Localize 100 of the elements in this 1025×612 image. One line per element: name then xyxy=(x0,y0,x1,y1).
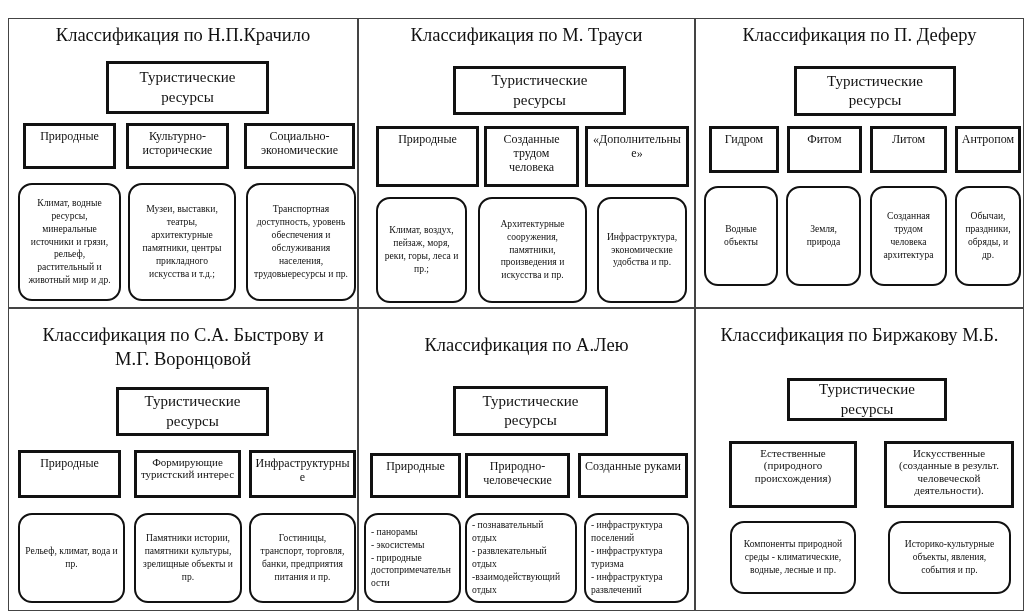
box-label: Фитом xyxy=(807,133,842,147)
category-box xyxy=(376,126,479,187)
box-label: Созданные руками xyxy=(585,460,681,474)
box-label: Инфраструктурные xyxy=(255,457,350,485)
box-label: Гидром xyxy=(724,133,764,147)
box-text: Земля, природа xyxy=(805,223,842,249)
box-text: - экосистемы xyxy=(371,538,426,552)
category-box xyxy=(484,126,579,187)
panel-title: Классификация по П. Деферу xyxy=(741,24,978,47)
box-label: Антропом xyxy=(961,133,1015,147)
box-text: - развлекательный отдых xyxy=(472,545,548,571)
detail-box xyxy=(730,521,856,594)
category-box xyxy=(578,453,688,498)
detail-box xyxy=(134,513,242,603)
box-label: «Дополнительные» xyxy=(592,133,682,161)
box-label: Туристические ресурсы xyxy=(818,380,916,419)
detail-box xyxy=(955,186,1021,286)
box-text: - панорамы xyxy=(371,525,419,539)
category-box xyxy=(709,126,779,173)
classification-panel xyxy=(695,18,1024,308)
detail-box xyxy=(249,513,356,603)
category-box xyxy=(249,450,356,498)
detail-box xyxy=(18,513,125,603)
box-text: Компоненты природной среды - климатические, водные, лесные и пр. xyxy=(742,538,844,577)
category-box xyxy=(23,123,116,169)
box-label: Социально-экономические xyxy=(259,130,340,158)
classification-panel xyxy=(8,18,358,308)
detail-box xyxy=(18,183,121,301)
box-label: Природные xyxy=(398,133,457,147)
detail-box xyxy=(786,186,861,286)
box-label: Естественные (природного происхождения) xyxy=(753,447,833,484)
category-box xyxy=(465,453,570,498)
box-label: Формирующие туристский интерес xyxy=(140,456,235,481)
box-label: Литом xyxy=(892,133,925,147)
detail-box xyxy=(888,521,1011,594)
box-label: Созданные трудом человека xyxy=(502,133,561,175)
box-label: Природные xyxy=(386,460,445,474)
box-text: - инфраструктура развлечений xyxy=(591,570,664,597)
panel-title: Классификация по Н.П.Крачило xyxy=(54,24,312,47)
category-box xyxy=(884,441,1014,508)
box-label: Туристические ресурсы xyxy=(490,71,589,110)
box-text: -взаимодействующий отдых xyxy=(472,570,562,597)
category-box xyxy=(787,126,862,173)
detail-box xyxy=(465,513,577,603)
box-label: Искусственные (созданные в результ. человеческой деятельности). xyxy=(898,447,1000,497)
category-box xyxy=(729,441,857,508)
box-text: Памятники истории, памятники культуры, зрелищные объекты и пр. xyxy=(142,532,234,584)
box-text: Рельеф, климат, вода и пр. xyxy=(25,545,118,571)
detail-box xyxy=(584,513,689,603)
box-text: Водные объекты xyxy=(723,223,759,249)
box-label: Природные xyxy=(40,457,99,471)
box-text: Обычаи, праздники, обряды, и др. xyxy=(964,210,1012,262)
box-text: Архитектурные сооружения, памятники, произведения и искусства и пр. xyxy=(499,217,566,283)
box-text: Созданная трудом человека архитектура xyxy=(882,210,935,262)
root-box xyxy=(453,66,626,115)
category-box xyxy=(370,453,461,498)
detail-box xyxy=(870,186,947,286)
root-box xyxy=(116,387,269,436)
box-text: Музеи, выставки, театры, архитектурные памятники, центры прикладного искусства и т.д.; xyxy=(141,203,223,281)
box-label: Туристические ресурсы xyxy=(143,392,242,431)
category-box xyxy=(955,126,1021,173)
root-box xyxy=(794,66,956,116)
box-text: - инфраструктура туризма xyxy=(591,545,664,571)
category-box xyxy=(126,123,229,169)
box-label: Природно-человеческие xyxy=(482,460,553,488)
detail-box xyxy=(376,197,467,303)
panel-title: Классификация по А.Лею xyxy=(423,334,630,357)
detail-box xyxy=(128,183,236,301)
box-text: - познавательный отдых xyxy=(472,519,545,546)
category-box xyxy=(585,126,689,187)
detail-box xyxy=(704,186,778,286)
box-label: Природные xyxy=(40,130,99,144)
detail-box xyxy=(364,513,461,603)
root-box xyxy=(787,378,947,421)
box-text: Транспортная доступность, уровень обеспечения и обслуживания населения, трудовыересурсы и пр. xyxy=(253,203,349,281)
category-box xyxy=(870,126,947,173)
classification-panel xyxy=(358,308,695,611)
detail-box xyxy=(597,197,687,303)
box-text: - природные достопримечательности xyxy=(371,551,452,591)
box-label: Туристические ресурсы xyxy=(138,68,237,107)
box-text: Гостиницы, транспорт, торговля, банки, предприятия питания и пр. xyxy=(259,532,346,584)
detail-box xyxy=(478,197,587,303)
category-box xyxy=(244,123,355,169)
panel-title: Классификация по С.А. Быстрову и М.Г. Воронцовой xyxy=(41,324,325,372)
root-box xyxy=(106,61,269,114)
panel-title: Классификация по Биржакову М.Б. xyxy=(719,324,1000,347)
box-label: Культурно-исторические xyxy=(141,130,214,158)
classification-panel xyxy=(358,18,695,308)
box-text: Историко-культурные объекты, явления, события и пр. xyxy=(903,538,996,577)
classification-panel xyxy=(8,308,358,611)
category-box xyxy=(18,450,121,498)
classification-panel xyxy=(695,308,1024,611)
root-box xyxy=(453,386,608,436)
box-text: Климат, воздух, пейзаж, моря, реки, горы, леса и пр.; xyxy=(383,224,460,276)
box-label: Туристические ресурсы xyxy=(826,71,924,110)
panel-title: Классификация по М. Трауси xyxy=(409,24,644,47)
box-text: - инфраструктура поселений xyxy=(591,519,664,546)
detail-box xyxy=(246,183,356,301)
box-text: Климат, водные ресурсы, минеральные источники и грязи, рельеф, растительный и животный мир и др. xyxy=(27,196,112,288)
box-text: Инфраструктура, экономические удобства и пр. xyxy=(605,230,679,270)
